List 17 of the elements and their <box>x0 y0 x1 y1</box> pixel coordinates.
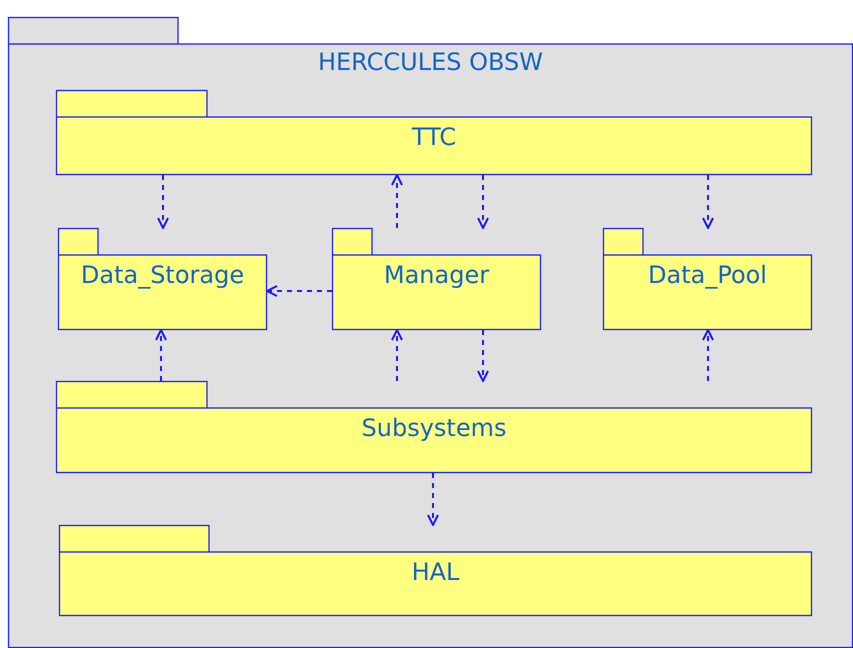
package-name: Data_Pool <box>648 261 767 289</box>
dependency-arrow <box>266 285 332 297</box>
dependency-arrow <box>477 330 489 382</box>
dependency-arrow <box>155 329 167 381</box>
package-name: HAL <box>412 558 460 586</box>
dependency-arrow <box>157 175 169 229</box>
dependency-arrow <box>391 329 403 381</box>
dependency-arrow <box>477 175 489 229</box>
package-name: Manager <box>384 261 490 289</box>
package-name: TTC <box>412 123 456 151</box>
dependency-arrow <box>427 473 439 526</box>
package-name: Data_Storage <box>80 261 244 289</box>
dependency-arrow <box>702 329 714 381</box>
package-name: HERCCULES OBSW <box>318 48 544 76</box>
package-name: Subsystems <box>362 414 506 442</box>
dependency-arrow <box>702 175 714 229</box>
dependency-arrow <box>391 174 403 228</box>
